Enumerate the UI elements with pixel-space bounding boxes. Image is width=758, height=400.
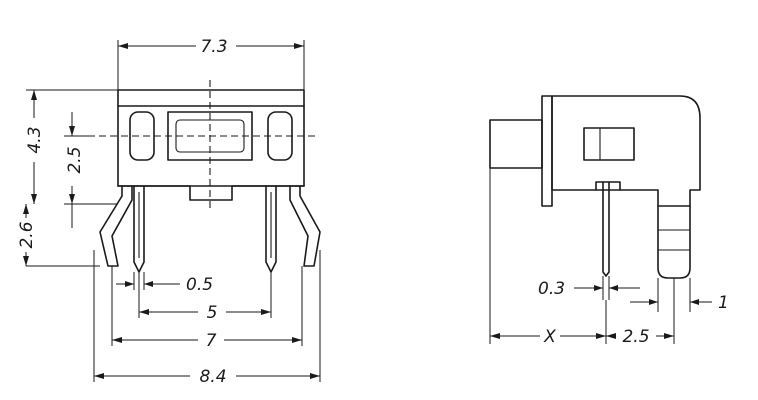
label-mask [18,218,36,252]
mounting-plate [541,95,553,207]
arrow [69,126,75,136]
arrow [490,333,500,339]
arrow [94,373,104,379]
dim-label-overall-width: 8.4 [199,367,226,387]
arrow [606,333,616,339]
body-bottom-step [117,185,305,201]
arrow [609,285,618,291]
arrow [596,333,606,339]
arrow [139,309,149,315]
arrow [118,43,128,49]
arrow [23,256,29,266]
dim-label-height-total: 4.3 [25,126,45,153]
arrow [112,337,122,343]
switch-body [117,89,305,187]
dim-label-side-pin-width: 0.3 [538,279,565,299]
side-leg [657,205,691,279]
arrow [31,194,37,204]
arrow [294,43,304,49]
side-window [583,127,635,161]
dim-label-side-pitch: 2.5 [622,327,649,347]
dim-label-leg-width: 1 [718,293,729,313]
arrow [69,194,75,204]
pin-bracket [595,181,621,191]
arrow [310,373,320,379]
dim-label-pin-length: 2.6 [17,221,37,248]
dim-label-pin-width: 0.5 [186,275,213,295]
side-pin [602,181,610,277]
arrow [690,299,699,305]
dim-label-offset-x: X [543,327,556,347]
front-view: 7.3 4.3 2.5 2.6 0.5 [17,37,321,387]
side-view: 0.3 1 X 2.5 [489,95,729,347]
arrow [125,281,134,287]
dim-label-width-top: 7.3 [200,37,227,57]
dim-label-pitch-outer: 7 [206,331,217,351]
actuator [489,119,543,169]
arrow [649,299,658,305]
arrow [23,204,29,214]
arrow [664,333,674,339]
dim-label-height-window: 2.5 [65,146,85,173]
outer-leg-right [289,185,321,267]
dim-label-pitch-inner: 5 [207,303,218,323]
outer-leg-left [99,185,133,267]
arrow [144,281,153,287]
arrow [31,90,37,100]
arrow [261,309,271,315]
arrow [292,337,302,343]
arrow [594,285,603,291]
